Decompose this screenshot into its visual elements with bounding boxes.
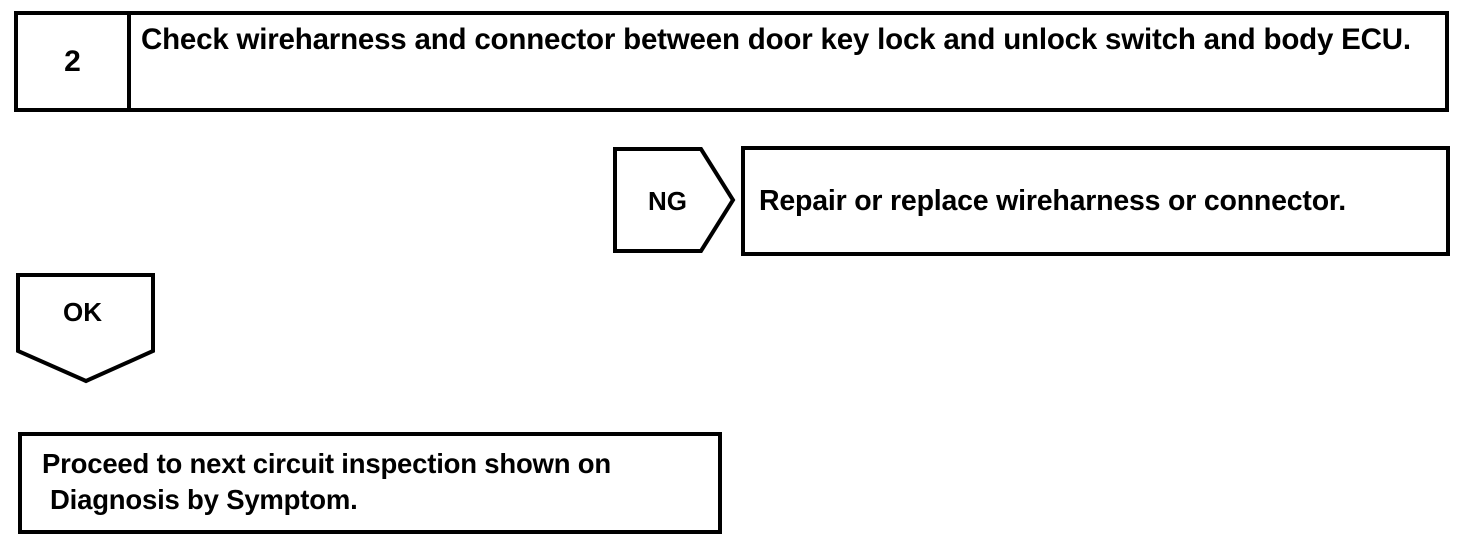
step-number: 2 [64,44,81,78]
branch-label-ok: OK [63,297,102,327]
result-text-ng: Repair or replace wireharness or connect… [759,184,1346,217]
branch-marker-ng: NG [613,147,736,253]
pentagon-right-icon [613,147,736,253]
step-row: 2 Check wireharness and connector betwee… [14,11,1449,112]
step-instruction-cell: Check wireharness and connector between … [131,15,1445,108]
result-text-ok: Proceed to next circuit inspection shown… [42,448,611,516]
branch-marker-ok: OK [16,273,156,384]
pentagon-down-icon [16,273,155,384]
result-box-ok: Proceed to next circuit inspection shown… [18,432,722,534]
result-box-ng: Repair or replace wireharness or connect… [741,146,1450,256]
step-instruction-text: Check wireharness and connector between … [141,23,1411,56]
step-number-cell: 2 [18,15,131,108]
branch-label-ng: NG [648,186,687,216]
